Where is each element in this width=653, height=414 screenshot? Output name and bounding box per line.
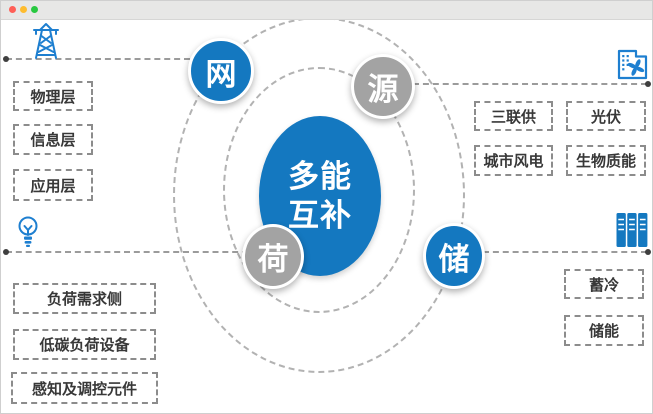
node-storage-label: 储 — [438, 241, 470, 277]
battery-bank-icon — [616, 212, 648, 253]
storage-connector-line — [483, 251, 647, 253]
source-item-photovoltaic: 光伏 — [566, 101, 646, 131]
box-label: 蓄冷 — [588, 276, 619, 294]
source-connector-line — [413, 83, 647, 85]
load-line-endpoint — [3, 249, 9, 255]
grid-connector-line — [6, 58, 190, 60]
box-label: 生物质能 — [575, 153, 636, 170]
storage-line-endpoint — [645, 249, 651, 255]
transmission-tower-icon — [28, 21, 64, 66]
storage-item-energy-storage: 储能 — [564, 315, 644, 346]
grid-item-physical-layer: 物理层 — [13, 81, 93, 111]
lightbulb-icon — [16, 215, 40, 255]
node-grid: 网 — [188, 38, 254, 104]
close-button[interactable] — [9, 6, 16, 13]
box-label: 感知及调控元件 — [31, 380, 137, 398]
load-item-low-carbon-equipment: 低碳负荷设备 — [13, 329, 156, 360]
source-item-biomass: 生物质能 — [566, 145, 646, 176]
grid-item-information-layer: 信息层 — [13, 124, 93, 155]
node-source: 源 — [351, 54, 415, 119]
source-item-urban-wind: 城市风电 — [474, 145, 553, 176]
center-hub-circle: 多能 互补 — [259, 116, 381, 276]
box-label: 储能 — [588, 323, 619, 340]
storage-item-cold-storage: 蓄冷 — [564, 269, 644, 299]
hub-label-line1: 多能 — [288, 159, 352, 194]
load-item-demand-side: 负荷需求侧 — [13, 283, 156, 314]
node-storage: 储 — [423, 223, 485, 289]
inner-orbit-circle — [223, 67, 415, 313]
box-label: 应用层 — [30, 177, 76, 195]
fan-document-icon — [616, 48, 649, 86]
zoom-button[interactable] — [31, 6, 38, 13]
minimize-button[interactable] — [20, 6, 27, 13]
box-label: 负荷需求侧 — [46, 291, 122, 308]
node-load-label: 荷 — [257, 242, 289, 277]
box-label: 光伏 — [590, 108, 621, 126]
load-item-sensing-control: 感知及调控元件 — [11, 372, 158, 404]
hub-label-line2: 互补 — [288, 198, 352, 233]
window-titlebar — [1, 1, 652, 20]
load-connector-line — [6, 251, 248, 253]
source-line-endpoint — [645, 81, 651, 87]
node-source-label: 源 — [367, 72, 399, 107]
node-grid-label: 网 — [205, 56, 237, 92]
box-label: 低碳负荷设备 — [39, 337, 130, 354]
box-label: 三联供 — [490, 108, 536, 126]
grid-line-endpoint — [3, 56, 9, 62]
source-item-trigeneration: 三联供 — [474, 101, 553, 131]
node-load: 荷 — [242, 224, 304, 289]
box-label: 信息层 — [30, 132, 76, 149]
grid-item-application-layer: 应用层 — [13, 169, 93, 201]
box-label: 城市风电 — [483, 153, 544, 170]
box-label: 物理层 — [30, 88, 76, 106]
